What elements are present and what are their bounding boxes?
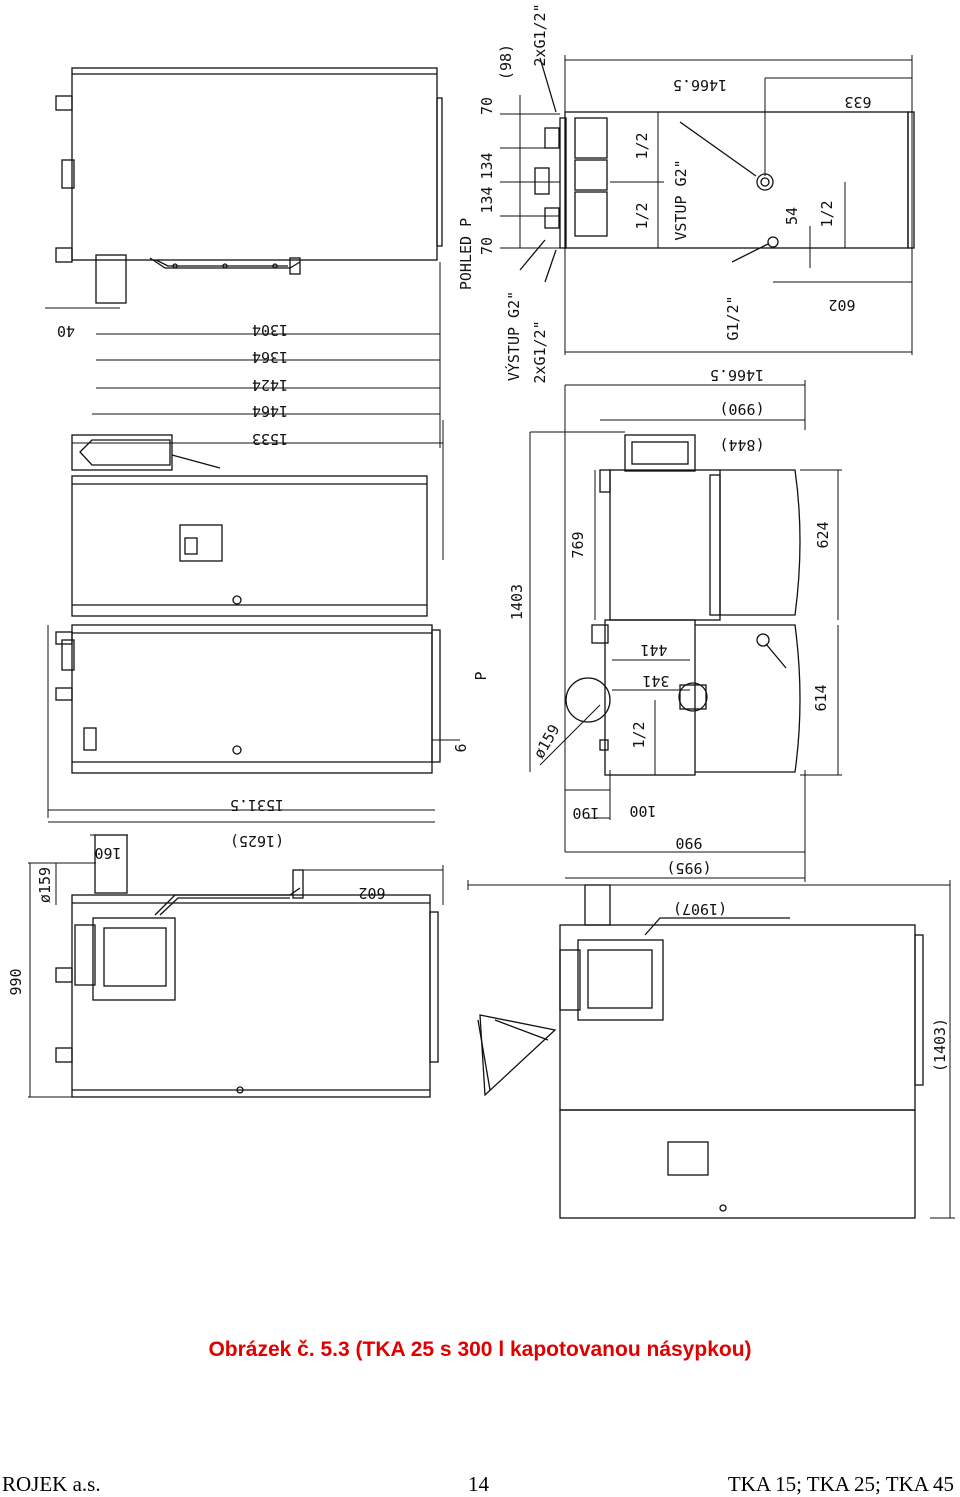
- middle-right-dims: [529, 380, 842, 882]
- dim-2xg12-top: 2xG1/2": [531, 3, 549, 66]
- dim-341: 341: [642, 672, 669, 690]
- dim-1466-5-bottom: 1466.5: [710, 366, 764, 384]
- dim-844: (844): [719, 436, 764, 454]
- dim-54: 54: [783, 207, 801, 225]
- dim-990: 990: [675, 834, 702, 852]
- dim-1531-5: 1531.5: [230, 796, 284, 814]
- top-right-dims: [500, 55, 913, 355]
- dim-134-b: 134: [478, 186, 496, 213]
- dim-40: 40: [57, 322, 75, 340]
- dim-1403: 1403: [508, 584, 526, 620]
- dim-half-d: 1/2: [630, 721, 648, 748]
- dim-1533: 1533: [252, 430, 288, 448]
- dim-d159-left: ø159: [36, 867, 54, 903]
- dim-995: (995): [666, 859, 711, 877]
- dim-1466-5-top: 1466.5: [673, 76, 727, 94]
- dim-1907: (1907): [673, 900, 727, 918]
- figure-caption: Obrázek č. 5.3 (TKA 25 s 300 l kapotovan…: [208, 1338, 752, 1361]
- dim-633: 633: [844, 93, 871, 111]
- dim-160: 160: [94, 844, 121, 862]
- dim-441: 441: [640, 641, 667, 659]
- dim-1424: 1424: [252, 376, 288, 394]
- dim-100: 100: [629, 802, 656, 820]
- dim-614: 614: [812, 684, 830, 711]
- dim-70-a: 70: [478, 97, 496, 115]
- dim-g12: G1/2": [724, 295, 742, 340]
- dim-624: 624: [814, 521, 832, 548]
- bottom-right-dims: [467, 880, 955, 1219]
- dim-602-right: 602: [828, 296, 855, 314]
- top-left-dims: [45, 262, 444, 560]
- footer-page-number: 14: [468, 1472, 489, 1496]
- page-footer: ROJEK a.s. 14 TKA 15; TKA 25; TKA 45: [0, 1472, 960, 1497]
- dim-2xg12-bottom: 2xG1/2": [531, 320, 549, 383]
- dim-990-left: 990: [7, 968, 25, 995]
- dim-6: 6: [452, 743, 470, 752]
- footer-company: ROJEK a.s.: [2, 1472, 101, 1496]
- middle-left-view: [55, 434, 441, 774]
- dim-98: (98): [497, 44, 515, 80]
- bottom-left-dims: [28, 862, 444, 1098]
- label-pohled-p: POHLED P: [457, 218, 475, 290]
- dim-half-a: 1/2: [633, 132, 651, 159]
- dim-d159-right: ø159: [530, 721, 564, 761]
- dim-769: 769: [569, 531, 587, 558]
- dim-190: 190: [572, 804, 599, 822]
- bottom-left-view: [55, 834, 439, 1098]
- dim-70-b: 70: [478, 237, 496, 255]
- dim-602-left: 602: [358, 884, 385, 902]
- dim-1403-paren: (1403): [931, 1018, 949, 1072]
- bottom-right-view: [477, 884, 924, 1219]
- dim-half-c: 1/2: [818, 200, 836, 227]
- top-left-view: [55, 67, 443, 304]
- middle-left-dims: [47, 625, 460, 836]
- middle-right-view: [565, 434, 801, 776]
- dim-1625: (1625): [230, 832, 284, 850]
- dim-990-paren-a: (990): [719, 400, 764, 418]
- dim-134-a: 134: [478, 152, 496, 179]
- dim-1304: 1304: [252, 321, 288, 339]
- label-vstup-g2: VSTUP G2": [672, 159, 690, 240]
- dim-1464: 1464: [252, 402, 288, 420]
- dim-half-b: 1/2: [633, 202, 651, 229]
- footer-product-names: TKA 15; TKA 25; TKA 45: [727, 1472, 954, 1496]
- label-p: P: [472, 671, 490, 680]
- label-vystup-g2: VÝSTUP G2": [504, 291, 523, 381]
- dim-1364: 1364: [252, 348, 288, 366]
